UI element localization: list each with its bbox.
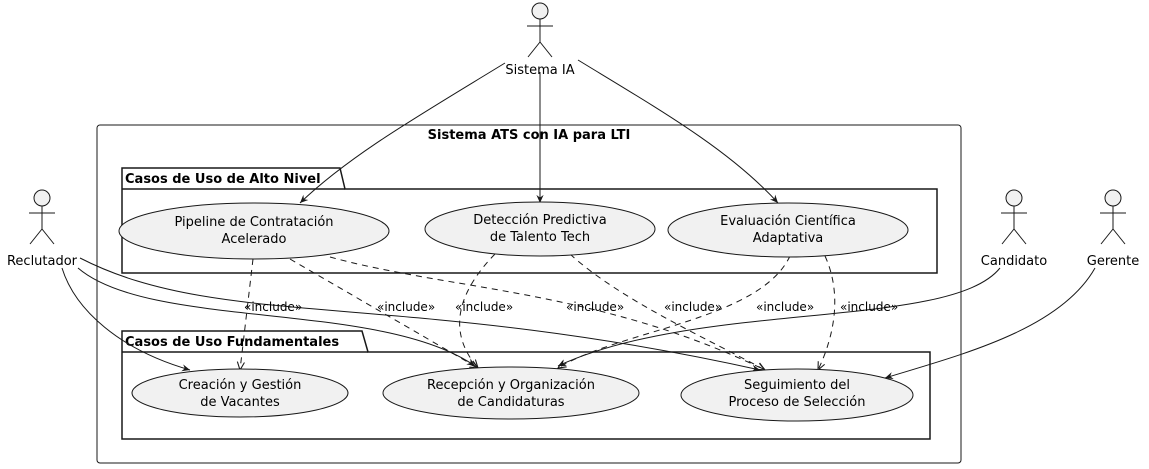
include-deteccion-recepcion xyxy=(459,253,496,368)
usecase-creacion-line1: Creación y Gestión xyxy=(179,378,302,393)
usecase-evaluacion-line2: Adaptativa xyxy=(753,231,824,246)
usecase-deteccion: Detección Predictiva de Talento Tech xyxy=(424,201,656,257)
include-label-6: «include» xyxy=(756,300,814,314)
usecase-creacion-line2: de Vacantes xyxy=(200,395,280,410)
actor-reclutador xyxy=(29,189,55,245)
package-high-title: Casos de Uso de Alto Nivel xyxy=(125,172,321,187)
actor-candidato-label: Candidato xyxy=(981,254,1047,269)
include-evaluacion-recepcion xyxy=(558,255,791,368)
usecase-creacion: Creación y Gestión de Vacantes xyxy=(131,368,349,418)
include-label-2: «include» xyxy=(377,300,435,314)
actor-reclutador-label: Reclutador xyxy=(7,254,78,269)
actor-gerente xyxy=(1100,189,1126,245)
include-label-5: «include» xyxy=(664,300,722,314)
include-pipeline-creacion xyxy=(240,258,254,370)
package-fundamental-title: Casos de Uso Fundamentales xyxy=(125,335,339,350)
assoc-candidato-recepcion xyxy=(557,267,1001,367)
assoc-reclutador-seguimiento xyxy=(79,257,761,372)
usecase-evaluacion: Evaluación Científica Adaptativa xyxy=(667,202,909,258)
actor-sistema-ia xyxy=(527,2,553,58)
usecase-recepcion-line1: Recepción y Organización xyxy=(427,378,595,393)
include-label-4: «include» xyxy=(566,300,624,314)
usecase-seguimiento-line2: Proceso de Selección xyxy=(729,395,866,410)
include-label-7: «include» xyxy=(840,300,898,314)
assoc-reclutador-recepcion xyxy=(77,267,476,367)
actor-gerente-label: Gerente xyxy=(1087,254,1139,269)
package-fundamental xyxy=(121,330,931,440)
usecase-pipeline: Pipeline de Contratación Acelerado xyxy=(118,202,390,260)
usecase-pipeline-line2: Acelerado xyxy=(222,232,287,247)
usecase-deteccion-line1: Detección Predictiva xyxy=(473,213,606,228)
include-evaluacion-seguimiento xyxy=(818,255,836,370)
usecase-seguimiento-line1: Seguimiento del xyxy=(744,378,850,393)
usecase-deteccion-line2: de Talento Tech xyxy=(490,230,590,245)
usecase-recepcion: Recepción y Organización de Candidaturas xyxy=(382,366,640,420)
include-label-3: «include» xyxy=(455,300,513,314)
assoc-ia-evaluacion xyxy=(577,59,779,204)
package-high-level xyxy=(121,167,938,274)
usecase-pipeline-line1: Pipeline de Contratación xyxy=(174,215,333,230)
assoc-reclutador-creacion xyxy=(61,267,191,372)
usecase-recepcion-line2: de Candidaturas xyxy=(457,395,564,410)
usecase-seguimiento: Seguimiento del Proceso de Selección xyxy=(680,368,914,422)
include-pipeline-recepcion xyxy=(289,258,478,368)
assoc-ia-pipeline xyxy=(299,62,506,204)
system-boundary xyxy=(96,124,962,464)
actor-sistema-ia-label: Sistema IA xyxy=(505,63,574,78)
system-title: Sistema ATS con IA para LTI xyxy=(428,128,631,143)
include-label-1: «include» xyxy=(244,300,302,314)
include-deteccion-seguimiento xyxy=(569,253,765,370)
actor-candidato xyxy=(1001,189,1027,245)
usecase-evaluacion-line1: Evaluación Científica xyxy=(720,214,856,229)
include-pipeline-seguimiento xyxy=(329,256,765,370)
assoc-gerente-seguimiento xyxy=(884,267,1096,380)
